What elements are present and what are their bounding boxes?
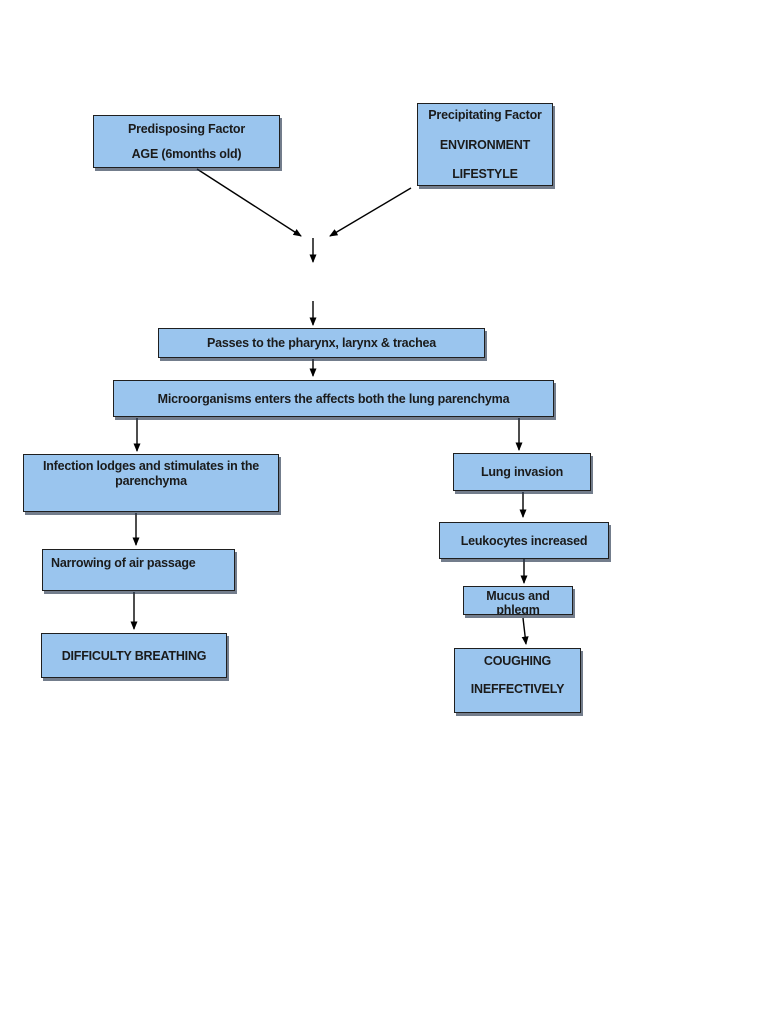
node-narrowing-air-passage: Narrowing of air passage [42,549,235,591]
node-mucus-and-phlegm: Mucus and phlegm [463,586,573,615]
node-coughing-ineffectively: COUGHING INEFFECTIVELY [454,648,581,713]
node-text-line: Passes to the pharynx, larynx & trachea [206,336,437,350]
node-leukocytes-increased: Leukocytes increased [439,522,609,559]
node-text-line: COUGHING [483,654,552,668]
node-lung-invasion: Lung invasion [453,453,591,491]
arrow-mucus-to-coughing [521,617,529,645]
node-text-line: Narrowing of air passage [51,556,196,570]
node-text-line: LIFESTYLE [452,167,518,181]
node-text-line: Infection lodges and stimulates in the [42,459,260,473]
node-text-line: DIFFICULTY BREATHING [61,648,207,663]
node-predisposing-factor: Predisposing Factor AGE (6months old) [93,115,280,168]
node-text-line: INEFFECTIVELY [470,682,565,696]
node-text-line: ENVIRONMENT [439,137,531,152]
node-microorganisms-enters: Microorganisms enters the affects both t… [113,380,554,417]
node-text-line: Leukocytes increased [460,533,588,548]
node-text-line: Lung invasion [480,465,564,479]
node-text-line: AGE (6months old) [131,147,242,161]
node-text-line: Precipitating Factor [428,108,542,122]
node-passes-to-pharynx: Passes to the pharynx, larynx & trachea [158,328,485,358]
node-text-line-clipped: phlegm [496,603,540,615]
arrow-precipitating-to-junction [329,187,412,237]
node-text-line: Mucus and [486,589,550,603]
node-text-line: Predisposing Factor [127,122,246,136]
node-text-line: Microorganisms enters the affects both t… [157,391,510,406]
node-infection-lodges: Infection lodges and stimulates in the p… [23,454,279,512]
node-difficulty-breathing: DIFFICULTY BREATHING [41,633,227,678]
node-precipitating-factor: Precipitating Factor ENVIRONMENT LIFESTY… [417,103,553,186]
node-text-line: parenchyma [115,474,187,488]
arrow-predisposing-to-junction [196,168,302,237]
